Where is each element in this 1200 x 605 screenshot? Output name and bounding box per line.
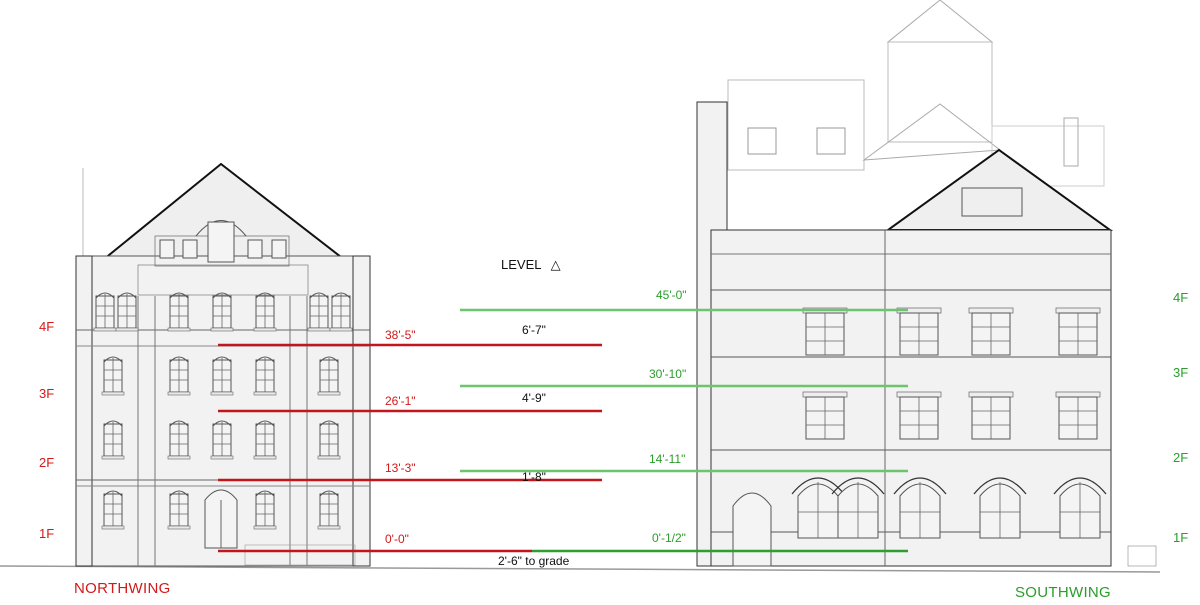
south-elev-4f: 45'-0" [656, 288, 687, 302]
legend-label: LEVEL [501, 257, 541, 272]
south-floor-4f: 4F [1173, 290, 1189, 305]
north-wing-building [75, 162, 371, 567]
north-floor-4f: 4F [39, 319, 55, 334]
north-floor-2f: 2F [39, 455, 55, 470]
south-floor-3f: 3F [1173, 365, 1189, 380]
north-elev-3f: 26'-1" [385, 394, 416, 408]
legend-title: LEVEL △ [501, 258, 561, 271]
diff-3f: 4'-9" [522, 391, 546, 405]
south-elev-2f: 14'-11" [649, 452, 686, 466]
diff-2f: 1'-8" [522, 470, 546, 484]
diff-grade: 2'-6" to grade [498, 554, 570, 568]
south-elev-1f: 0'-1/2" [652, 531, 686, 545]
north-elev-2f: 13'-3" [385, 461, 416, 475]
triangle-icon: △ [550, 257, 561, 272]
level-lines [218, 308, 908, 553]
south-wing-building [696, 0, 1157, 567]
north-wing-title: NORTHWING [74, 580, 171, 597]
diff-4f: 6'-7" [522, 323, 546, 337]
north-floor-3f: 3F [39, 386, 55, 401]
south-floor-2f: 2F [1173, 450, 1189, 465]
south-floor-1f: 1F [1173, 530, 1189, 545]
north-floor-1f: 1F [39, 526, 55, 541]
north-elev-1f: 0'-0" [385, 532, 409, 546]
south-elev-3f: 30'-10" [649, 367, 687, 381]
north-elev-4f: 38'-5" [385, 328, 416, 342]
south-wing-title: SOUTHWING [1015, 584, 1112, 601]
